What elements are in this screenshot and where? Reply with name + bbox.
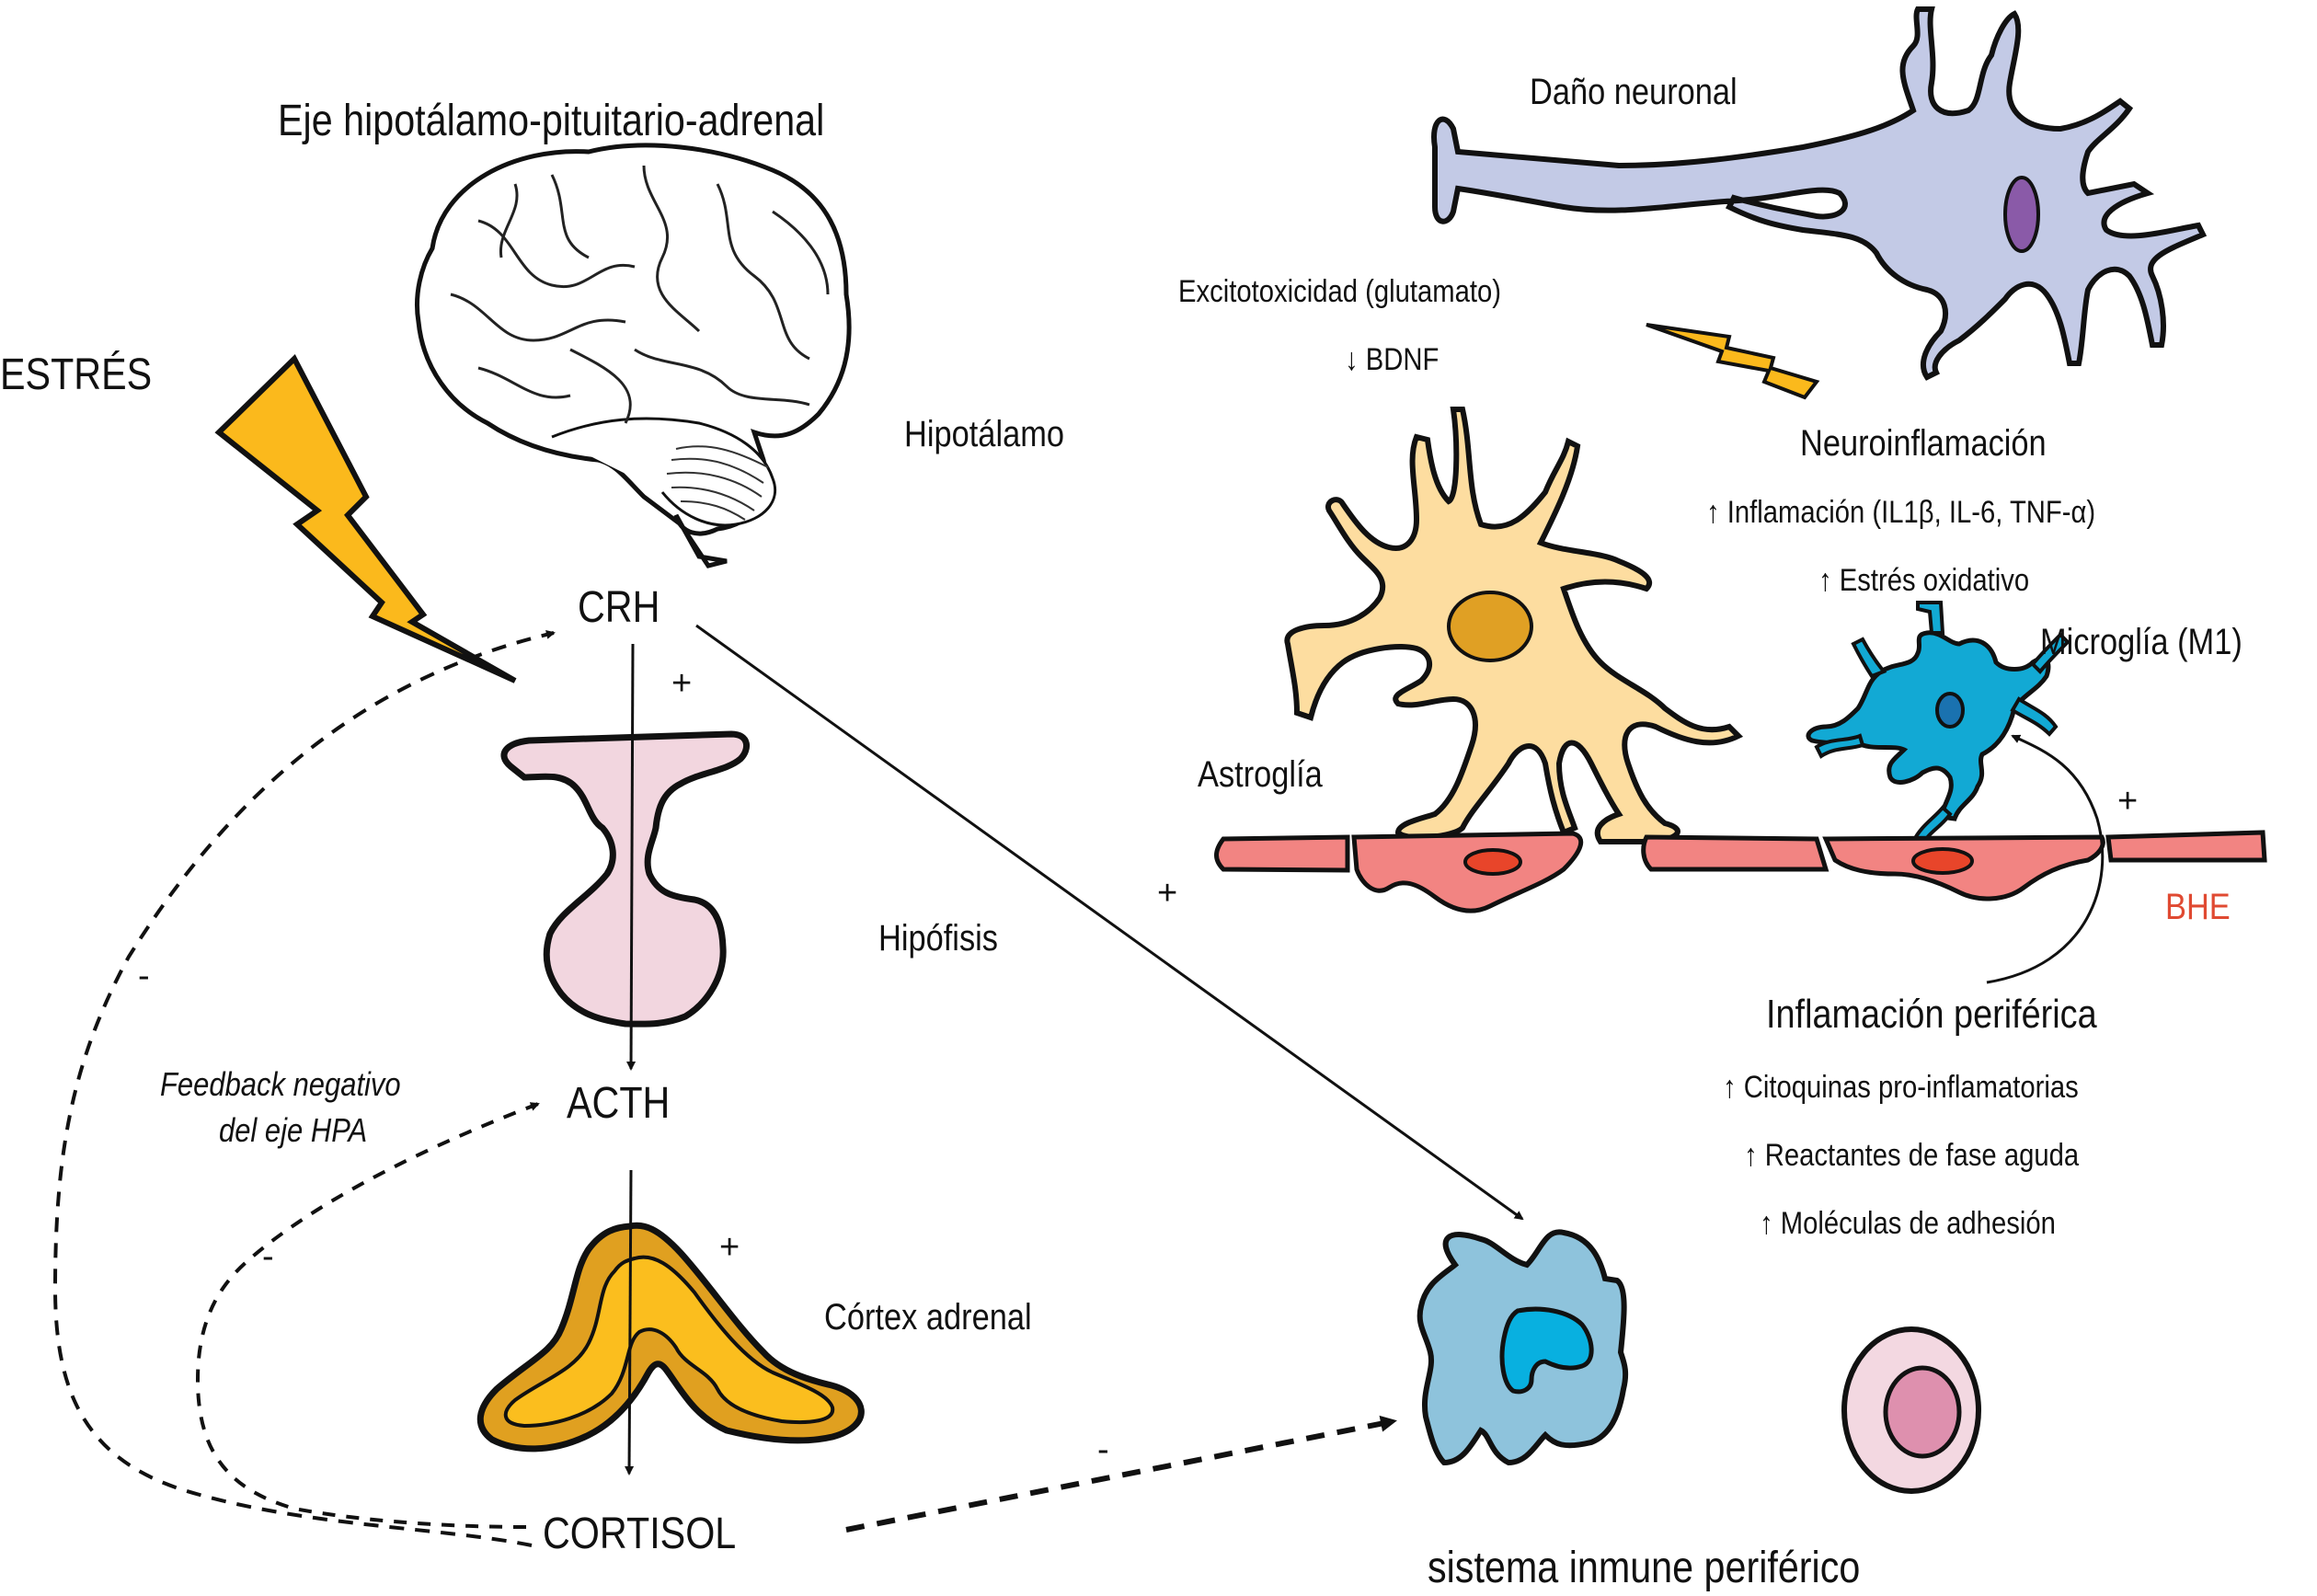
neuroinflammation-item: ↑ Inflamación (IL1β, IL-6, TNF-α): [1706, 495, 2096, 530]
acth-label: ACTH: [567, 1079, 671, 1128]
macrophage-icon: [1417, 1229, 1629, 1466]
excitotoxicity-label: Excitotoxicidad (glutamato): [1178, 274, 1502, 309]
cortisol-immune-minus-sign: -: [1097, 1430, 1109, 1469]
feedback-outer-arrow: [52, 629, 556, 1547]
hypothalamus-label: Hipotálamo: [904, 414, 1065, 454]
lymphocyte-icon: [1841, 1326, 1981, 1494]
cortisol-to-immune-arrow: [845, 1415, 1397, 1533]
acth-to-cortisol-arrow: [625, 1169, 635, 1475]
crh-immune-plus-sign: +: [1157, 874, 1178, 913]
feedback-label-line2: del eje HPA: [219, 1111, 368, 1149]
feedback-outer-minus-sign: -: [138, 957, 150, 995]
crh-to-immune-arrow: [695, 624, 1524, 1221]
brain-icon: [414, 143, 852, 568]
diagram-title: Eje hipotálamo-pituitario-adrenal: [278, 97, 825, 145]
feedback-inner-minus-sign: -: [262, 1237, 274, 1276]
crh-to-acth-arrow: [626, 643, 637, 1071]
microglia-label: Microglía (M1): [2040, 622, 2242, 662]
bdnf-label: ↓ BDNF: [1345, 342, 1440, 377]
peripheral-microglia-plus-sign: +: [2117, 782, 2139, 821]
acth-cortisol-plus-sign: +: [719, 1228, 740, 1267]
astroglia-label: Astroglía: [1198, 754, 1323, 795]
neuroinflammation-item: ↑ Estrés oxidativo: [1818, 563, 2030, 598]
crh-acth-plus-sign: +: [671, 664, 693, 703]
excitotoxicity-lightning-icon: [1646, 323, 1820, 400]
crh-label: CRH: [578, 583, 660, 632]
bbb-endothelium-icon: [1214, 830, 2267, 913]
neuroinflammation-heading: Neuroinflamación: [1800, 423, 2047, 464]
feedback-label-line1: Feedback negativo: [160, 1065, 401, 1103]
peripheral-to-microglia-arrow: [1986, 734, 2105, 984]
pituitary-label: Hipófisis: [878, 918, 998, 959]
neuron-icon: [1431, 6, 2208, 381]
feedback-inner-arrow: [195, 1102, 540, 1529]
pituitary-icon: [500, 730, 750, 1028]
bbb-label: BHE: [2165, 887, 2231, 927]
astrocyte-icon: [1284, 407, 1744, 844]
stress-label: ESTRÉS: [0, 350, 153, 399]
peripheral-inflammation-item: ↑ Moléculas de adhesión: [1760, 1206, 2056, 1241]
adrenal-cortex-label: Córtex adrenal: [824, 1297, 1032, 1338]
peripheral-inflammation-heading: Inflamación periférica: [1766, 992, 2097, 1037]
peripheral-inflammation-item: ↑ Reactantes de fase aguda: [1744, 1138, 2080, 1173]
stress-lightning-icon: [214, 354, 517, 683]
peripheral-inflammation-item: ↑ Citoquinas pro-inflamatorias: [1723, 1070, 2079, 1105]
cortisol-label: CORTISOL: [543, 1510, 737, 1558]
adrenal-cortex-icon: [476, 1222, 865, 1452]
peripheral-immune-system-label: sistema inmune periférico: [1428, 1544, 1861, 1592]
microglia-icon: [1806, 601, 2070, 849]
neuronal-damage-label: Daño neuronal: [1530, 72, 1738, 112]
